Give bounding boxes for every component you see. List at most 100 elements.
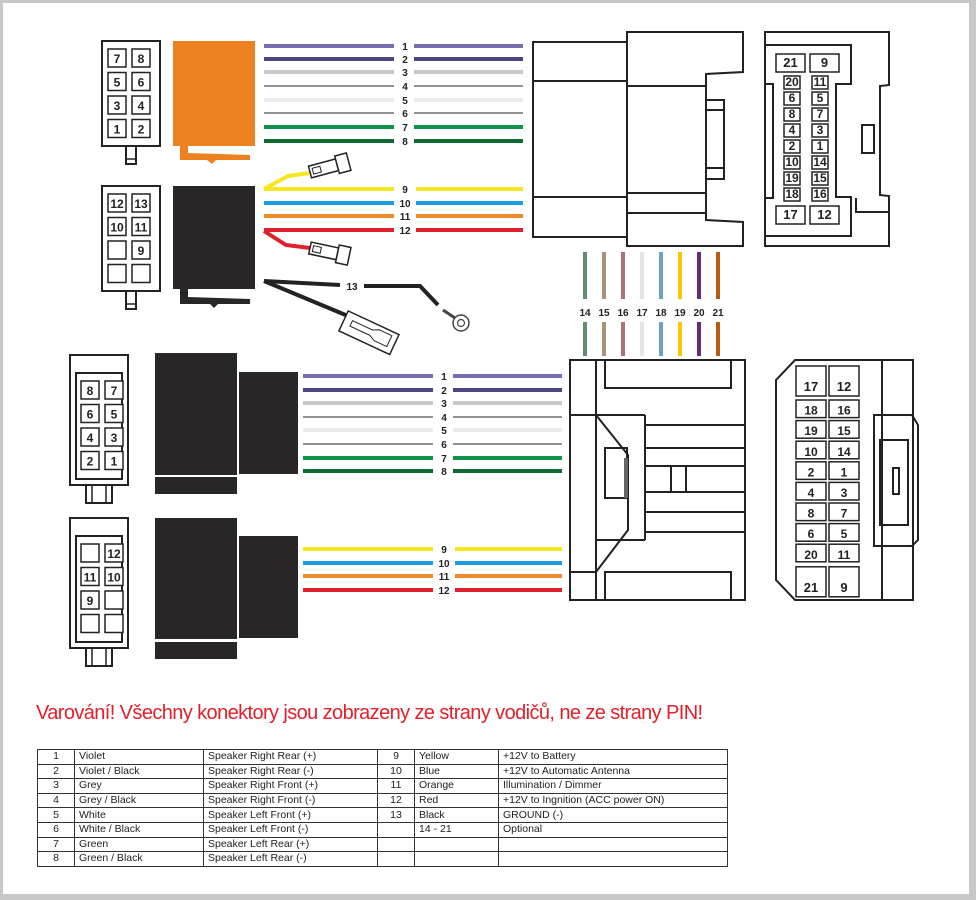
pin-number: 12: [837, 379, 851, 394]
wire-label-6: 6: [441, 440, 447, 451]
pin-number: 7: [817, 107, 824, 121]
wire-label-1: 1: [441, 372, 447, 383]
pin-cavity: [795, 502, 827, 522]
pin-number: 21: [783, 55, 797, 70]
pin-cavity: [107, 193, 127, 213]
pin-cavity-large: [775, 53, 806, 73]
vehicle-connector-face-bottom: [775, 359, 919, 601]
pin-cavity: [131, 240, 151, 260]
wire-13-branch: [263, 279, 349, 318]
terminal-sleeve: [334, 244, 352, 267]
pin-number: 16: [837, 404, 851, 418]
pin-cavity: [783, 139, 801, 154]
pin-number: 1: [841, 465, 848, 479]
legend-left-number: 6: [37, 821, 75, 838]
pin-cavity: [131, 71, 151, 92]
pin-number: 4: [87, 431, 94, 445]
legend-left-color: White: [74, 807, 204, 823]
pin-number: 1: [817, 139, 824, 153]
wire-label-14: 14: [579, 308, 591, 319]
pin-cavity: [107, 240, 127, 260]
pin-cavity: [104, 566, 124, 587]
legend-right-color: 14 - 21: [414, 821, 499, 838]
pin-number: 17: [783, 207, 797, 222]
legend-right-function: +12V to Ingnition (ACC power ON): [498, 792, 728, 809]
pin-number: 3: [114, 99, 121, 113]
legend-right-number: 11: [377, 778, 415, 794]
legend-right-number: 13: [377, 807, 415, 823]
terminal-slot: [311, 245, 322, 254]
vehicle-connector-face-top: [764, 31, 890, 247]
pin-cavity: [811, 107, 829, 122]
legend-left-function: Speaker Left Rear (+): [203, 836, 378, 853]
legend-right-number: [377, 821, 415, 838]
wire-label-7: 7: [402, 123, 408, 134]
pin-number: 11: [84, 571, 97, 585]
pin-cavity: [104, 427, 124, 447]
pin-number: 15: [813, 171, 827, 185]
pin-number: 7: [114, 52, 121, 66]
legend-left-function: Speaker Right Rear (+): [203, 749, 378, 765]
wire-label-3: 3: [441, 399, 447, 410]
wire-9-pigtail: [263, 171, 311, 191]
pin-cavity: [811, 91, 829, 106]
legend-left-number: 3: [37, 778, 75, 794]
pin-number: 9: [821, 55, 828, 70]
pin-number: 5: [111, 408, 118, 422]
pin-cavity: [783, 91, 801, 106]
wire-label-20: 20: [693, 308, 705, 319]
wire-label-11: 11: [400, 212, 411, 223]
legend-right-number: 10: [377, 763, 415, 780]
legend-left-color: White / Black: [74, 821, 204, 838]
pin-cavity: [783, 187, 801, 202]
pin-cavity: [795, 543, 827, 563]
pin-number: 14: [813, 155, 827, 169]
legend-left-function: Speaker Left Rear (-): [203, 851, 378, 867]
wire-label-5: 5: [402, 96, 408, 107]
pin-cavity: [107, 48, 127, 68]
wire-label-17: 17: [636, 308, 648, 319]
pin-cavity: [131, 216, 151, 237]
wire-label-9: 9: [402, 185, 408, 196]
pin-cavity: [783, 123, 801, 138]
wire-13-right: [364, 284, 440, 307]
legend-left-function: Speaker Right Front (-): [203, 792, 378, 809]
legend-left-function: Speaker Left Front (+): [203, 807, 378, 823]
wire-label-6: 6: [402, 109, 408, 120]
terminal-slot: [311, 165, 323, 175]
legend-right-color: Black: [414, 807, 499, 823]
pin-number: 5: [817, 91, 824, 105]
legend-left-color: Violet / Black: [74, 763, 204, 780]
pin-cavity: [104, 543, 124, 563]
pin-number: 18: [785, 187, 799, 201]
locking-tab: [85, 484, 113, 504]
pin-cavity: [811, 155, 829, 170]
wire-label-12: 12: [399, 226, 411, 237]
pin-number: 4: [808, 486, 815, 500]
pin-cavity: [795, 419, 827, 439]
pin-number: 6: [87, 408, 94, 422]
legend-left-number: 8: [37, 851, 75, 867]
pin-cavity: [795, 461, 827, 481]
legend-right-color: Yellow: [414, 749, 499, 765]
pin-cavity: [80, 403, 100, 424]
wire-label-8: 8: [402, 137, 408, 148]
pin-cavity: [783, 107, 801, 122]
legend-left-color: Green: [74, 836, 204, 853]
pin-cavity: [131, 193, 151, 213]
pin-number: 11: [135, 221, 148, 235]
pin-cavity: [811, 187, 829, 202]
wire-label-21: 21: [712, 308, 724, 319]
pin-cavity: [104, 380, 124, 400]
pin-number: 8: [138, 52, 145, 66]
